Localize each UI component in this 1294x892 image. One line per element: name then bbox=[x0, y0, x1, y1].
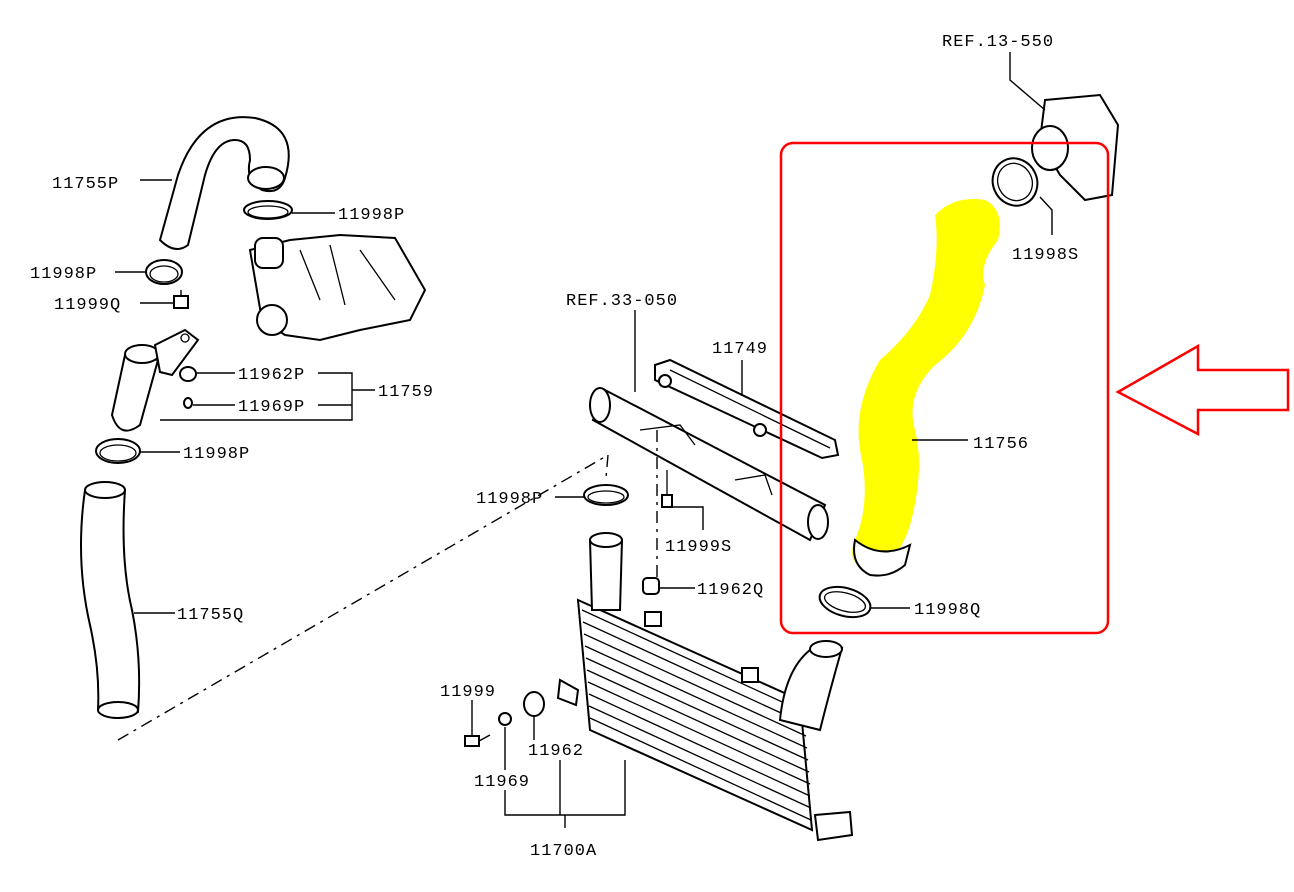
clamp-11998S[interactable] bbox=[985, 151, 1045, 213]
pipe-ref-33-050 bbox=[589, 387, 829, 542]
hose-11755Q[interactable] bbox=[80, 481, 141, 719]
label-11969P: 11969P bbox=[238, 398, 305, 417]
grommet-11962Q[interactable] bbox=[642, 577, 660, 595]
hose-11755P[interactable] bbox=[158, 116, 290, 250]
collar-11969[interactable] bbox=[498, 712, 512, 726]
label-11999S: 11999S bbox=[665, 538, 732, 557]
label-11998Q: 11998Q bbox=[914, 601, 981, 620]
grommet-11962P[interactable] bbox=[179, 366, 197, 382]
label-11962Q: 11962Q bbox=[697, 581, 764, 600]
clamp-11998P-left[interactable] bbox=[145, 259, 183, 285]
label-11755P: 11755P bbox=[52, 175, 119, 194]
pipe-11759[interactable] bbox=[110, 328, 200, 432]
label-11756: 11756 bbox=[973, 435, 1029, 454]
ref-13-550-housing bbox=[1031, 93, 1120, 202]
bolt-11999[interactable] bbox=[464, 705, 491, 747]
label-11962: 11962 bbox=[528, 742, 584, 761]
bolt-11999Q[interactable] bbox=[173, 290, 189, 309]
label-11998P-mid: 11998P bbox=[183, 445, 250, 464]
label-11999: 11999 bbox=[440, 683, 496, 702]
label-11998P-top: 11998P bbox=[338, 206, 405, 225]
label-11749: 11749 bbox=[712, 340, 768, 359]
turbocharger-sketch bbox=[248, 233, 427, 342]
label-11755Q: 11755Q bbox=[177, 606, 244, 625]
label-11969: 11969 bbox=[474, 773, 530, 792]
clamp-11998P-mid[interactable] bbox=[95, 438, 141, 464]
label-11998P-left: 11998P bbox=[30, 265, 97, 284]
clamp-11998Q[interactable] bbox=[816, 582, 873, 623]
collar-11969P[interactable] bbox=[183, 397, 193, 409]
clamp-11998P-top[interactable] bbox=[243, 200, 293, 220]
clamp-11998P-center[interactable] bbox=[583, 484, 629, 506]
label-11998P-center: 11998P bbox=[476, 490, 543, 509]
leader-lines bbox=[115, 52, 1053, 828]
route-line-end bbox=[605, 454, 609, 479]
highlight-frame bbox=[779, 141, 1110, 635]
label-ref-13-550: REF.13-550 bbox=[942, 33, 1054, 52]
label-11998S: 11998S bbox=[1012, 246, 1079, 265]
grommet-11962[interactable] bbox=[523, 691, 545, 717]
label-11999Q: 11999Q bbox=[54, 296, 121, 315]
label-11962P: 11962P bbox=[238, 366, 305, 385]
label-11759: 11759 bbox=[378, 383, 434, 402]
intercooler-11700A[interactable] bbox=[556, 532, 854, 842]
bracket-11749[interactable] bbox=[654, 358, 840, 460]
hose-11756[interactable] bbox=[852, 199, 1000, 577]
label-ref-33-050: REF.33-050 bbox=[566, 292, 678, 311]
bolt-11999S[interactable] bbox=[661, 470, 673, 508]
highlight-arrow bbox=[1115, 343, 1290, 437]
label-11700A: 11700A bbox=[530, 842, 597, 861]
